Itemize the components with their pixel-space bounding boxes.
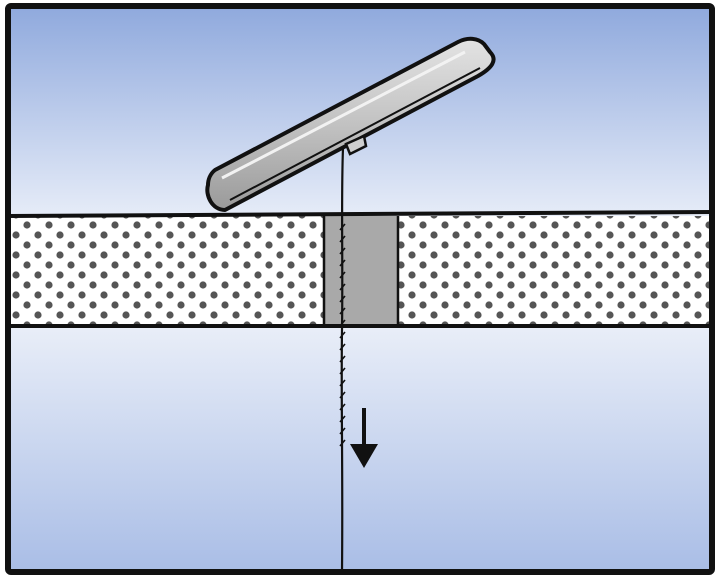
drilled-hole <box>324 216 398 326</box>
wall-board <box>7 210 713 328</box>
board-top-edge <box>7 210 713 218</box>
toggle-bolt-icon <box>205 36 496 212</box>
diagram-frame <box>5 3 715 575</box>
serrated-strap-icon <box>339 147 346 573</box>
arrow-down-icon <box>350 408 378 468</box>
